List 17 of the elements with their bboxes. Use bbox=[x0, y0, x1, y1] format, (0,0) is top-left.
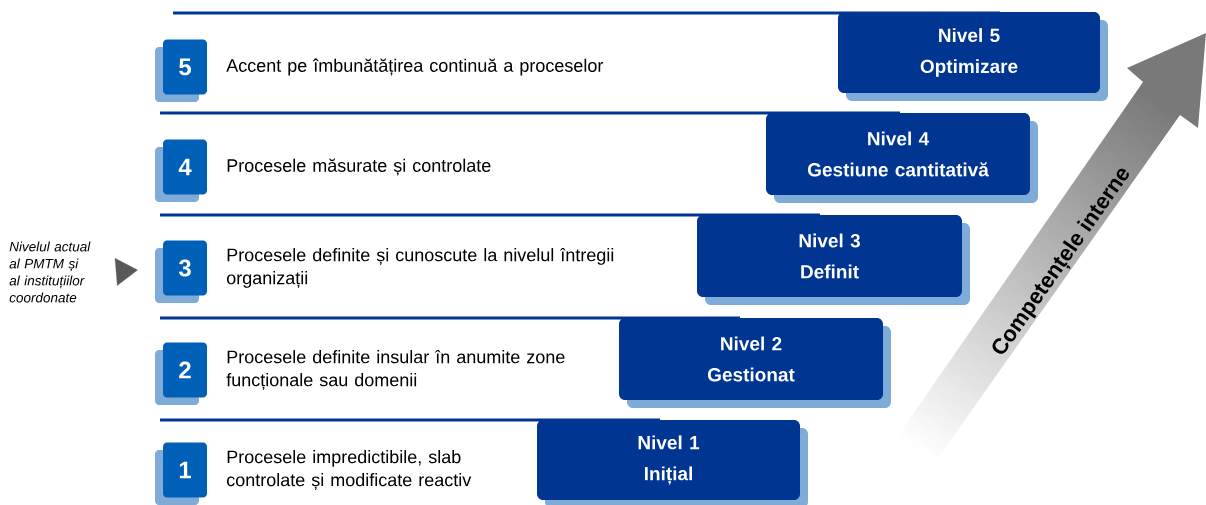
description-text: Procesele măsurate și controlate bbox=[227, 158, 491, 176]
level-box: Nivel 1 Inițial bbox=[537, 420, 808, 505]
level-box: Nivel 5 Optimizare bbox=[838, 12, 1108, 101]
number-badge: 1 bbox=[155, 442, 207, 505]
note-text: Nivelul actual al PMTM și al instituțiilor coordonate bbox=[9, 241, 91, 303]
number-badge: 4 bbox=[155, 139, 207, 202]
number-badge: 2 bbox=[155, 342, 207, 405]
level-box: Nivel 2 Gestionat bbox=[619, 318, 891, 408]
description-text: Procesele definite și cunoscute la nivelul întregii organizații bbox=[226, 248, 614, 288]
level-box: Nivel 3 Definit bbox=[697, 215, 970, 305]
pointer-arrow bbox=[114, 258, 138, 286]
description-text: Accent pe îmbunătățirea continuă a proceselor bbox=[226, 58, 604, 76]
level-box: Nivel 4 Gestiune cantitativă bbox=[766, 113, 1038, 203]
description-text: Procesele impredictibile, slab controlate și modificate reactiv bbox=[227, 450, 472, 490]
number-badge: 5 bbox=[155, 39, 207, 102]
description-text: Procesele definite insular în anumite zone funcționale sau domenii bbox=[226, 350, 565, 390]
number-badge: 3 bbox=[155, 240, 207, 303]
